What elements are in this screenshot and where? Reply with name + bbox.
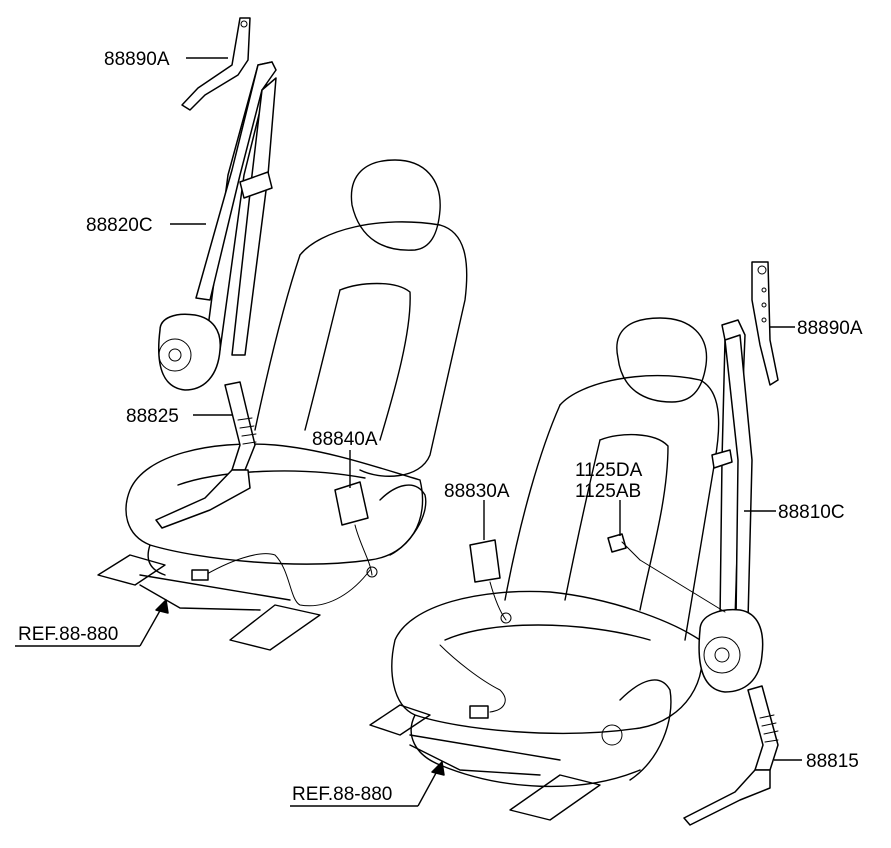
left-buckle: [334, 481, 369, 526]
left-seat: [97, 159, 468, 651]
left-belt-assembly: [155, 17, 378, 578]
right-upper-anchor: [751, 261, 779, 386]
label-88830A: 88830A: [444, 481, 510, 502]
right-belt-assembly: [469, 261, 779, 826]
right-seat: [369, 317, 720, 821]
label-88815: 88815: [806, 751, 859, 772]
label-1125DA: 1125DA: [575, 460, 643, 481]
label-ref-left: REF.88-880: [18, 624, 118, 645]
leader-lines: [15, 57, 802, 807]
left-upper-anchor: [181, 17, 251, 111]
label-ref-right: REF.88-880: [292, 784, 392, 805]
right-retractor: [698, 608, 764, 693]
label-88890A-left: 88890A: [104, 49, 170, 70]
label-88890A-right: 88890A: [797, 318, 863, 339]
label-88825: 88825: [126, 406, 179, 427]
callout-labels: 88890A 88820C 88825 88840A 88890A 88810C…: [18, 49, 863, 805]
label-88820C: 88820C: [86, 215, 153, 236]
label-88810C: 88810C: [778, 502, 845, 523]
right-pretensioner: [747, 685, 779, 771]
label-88840A: 88840A: [312, 429, 378, 450]
left-retractor: [158, 313, 221, 391]
bolt: [607, 533, 627, 553]
label-1125AB: 1125AB: [575, 481, 641, 502]
right-buckle: [469, 539, 501, 583]
